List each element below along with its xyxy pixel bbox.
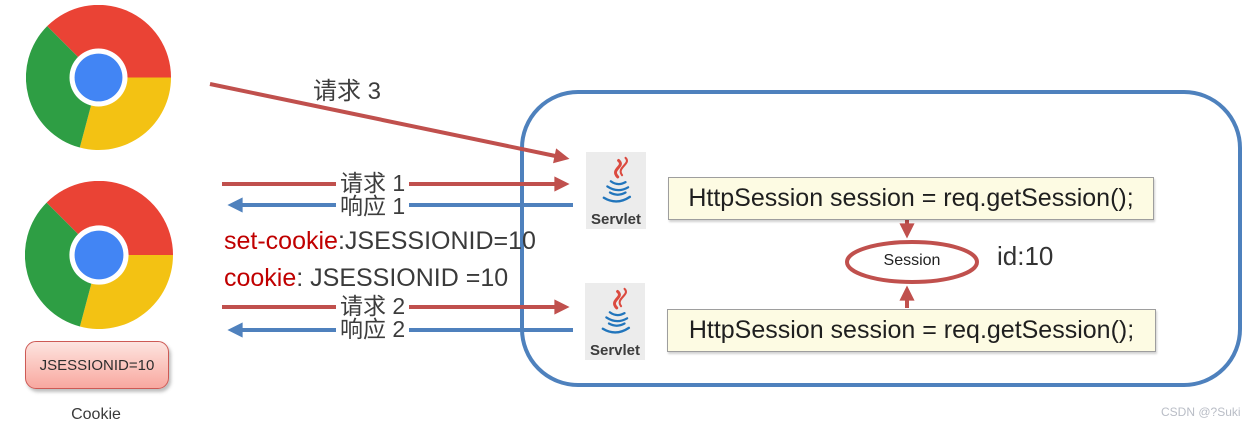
session-label: Session [883,252,941,269]
chrome-blue-center [74,230,124,280]
chrome-blue-center [74,53,123,102]
chrome-green-segment [26,26,99,148]
chrome-red-segment [47,5,171,78]
chrome-browser-icon-top [26,5,171,150]
set-cookie-key: set-cookie [224,227,338,255]
servlet2-label: Servlet [589,342,641,359]
cookie-value: : JSESSIONID =10 [296,264,509,292]
chrome-red-segment [46,181,173,255]
servlet1-label: Servlet [590,211,642,228]
chrome-green-segment [25,202,99,327]
request2-label: 请求 2 [336,294,410,318]
servlet2-icon: Servlet [585,283,645,360]
java-logo-icon [602,156,632,203]
code-box-2: HttpSession session = req.getSession(); [667,309,1156,352]
response2-label: 响应 2 [336,317,410,341]
cookie-header: cookie: JSESSIONID =10 [224,264,508,293]
session-id-label: id:10 [997,241,1054,271]
jsessionid-cookie-box: JSESSIONID=10 [25,341,169,389]
server-boundary-box [520,90,1242,387]
request3-label: 请求 3 [313,78,382,105]
request1-label: 请求 1 [336,171,410,195]
request3-arrow [209,82,570,164]
java-logo-icon [601,287,631,334]
response1-label: 响应 1 [336,194,410,218]
set-cookie-header: set-cookie:JSESSIONID=10 [224,227,536,256]
servlet1-icon: Servlet [586,152,646,229]
code-box-1: HttpSession session = req.getSession(); [668,177,1154,220]
session-ellipse [845,240,979,284]
chrome-browser-icon-bottom [25,181,173,329]
cookie-key: cookie [224,264,297,292]
cookie-caption: Cookie [71,406,121,423]
watermark: CSDN @?Suki [1161,405,1241,419]
set-cookie-value: :JSESSIONID=10 [337,227,536,255]
